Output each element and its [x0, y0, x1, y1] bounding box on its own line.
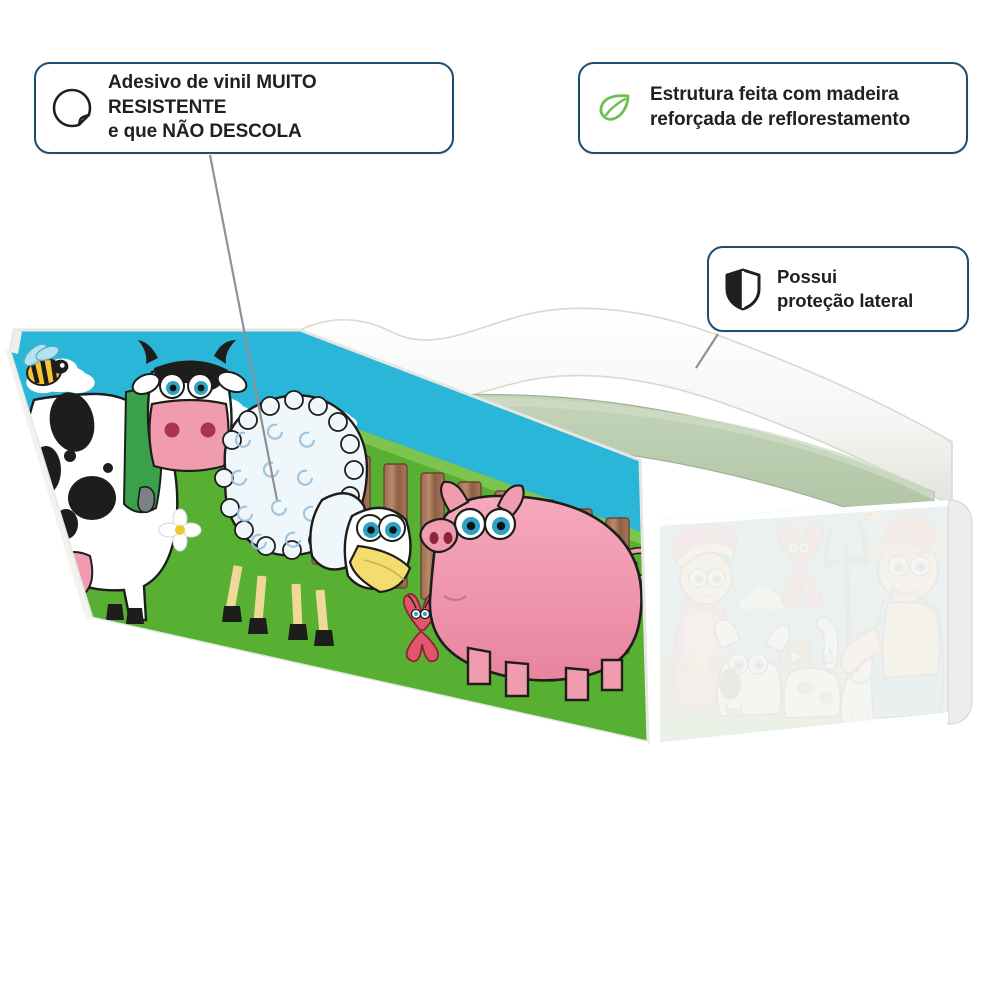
bee-character	[23, 343, 69, 387]
sticker-peel-icon	[50, 86, 94, 130]
flower	[158, 508, 202, 552]
callout-shield[interactable]: Possui proteção lateral	[707, 246, 969, 332]
goose-character	[343, 506, 412, 594]
headboard-art-panel	[10, 330, 648, 742]
callout-wood[interactable]: Estrutura feita com madeira reforçada de…	[578, 62, 968, 154]
callout-sticker-label: Adesivo de vinil MUITO RESISTENTE e que …	[108, 71, 317, 143]
mattress-top-surface	[330, 397, 934, 500]
pig-character	[419, 480, 648, 702]
callout-shield-label: Possui proteção lateral	[777, 265, 914, 311]
footboard-frame-edge	[660, 500, 972, 742]
shield-icon	[723, 267, 763, 311]
callout-sticker[interactable]: Adesivo de vinil MUITO RESISTENTE e que …	[34, 62, 454, 154]
leaf-icon	[594, 87, 636, 129]
callout-wood-label: Estrutura feita com madeira reforçada de…	[650, 84, 911, 130]
